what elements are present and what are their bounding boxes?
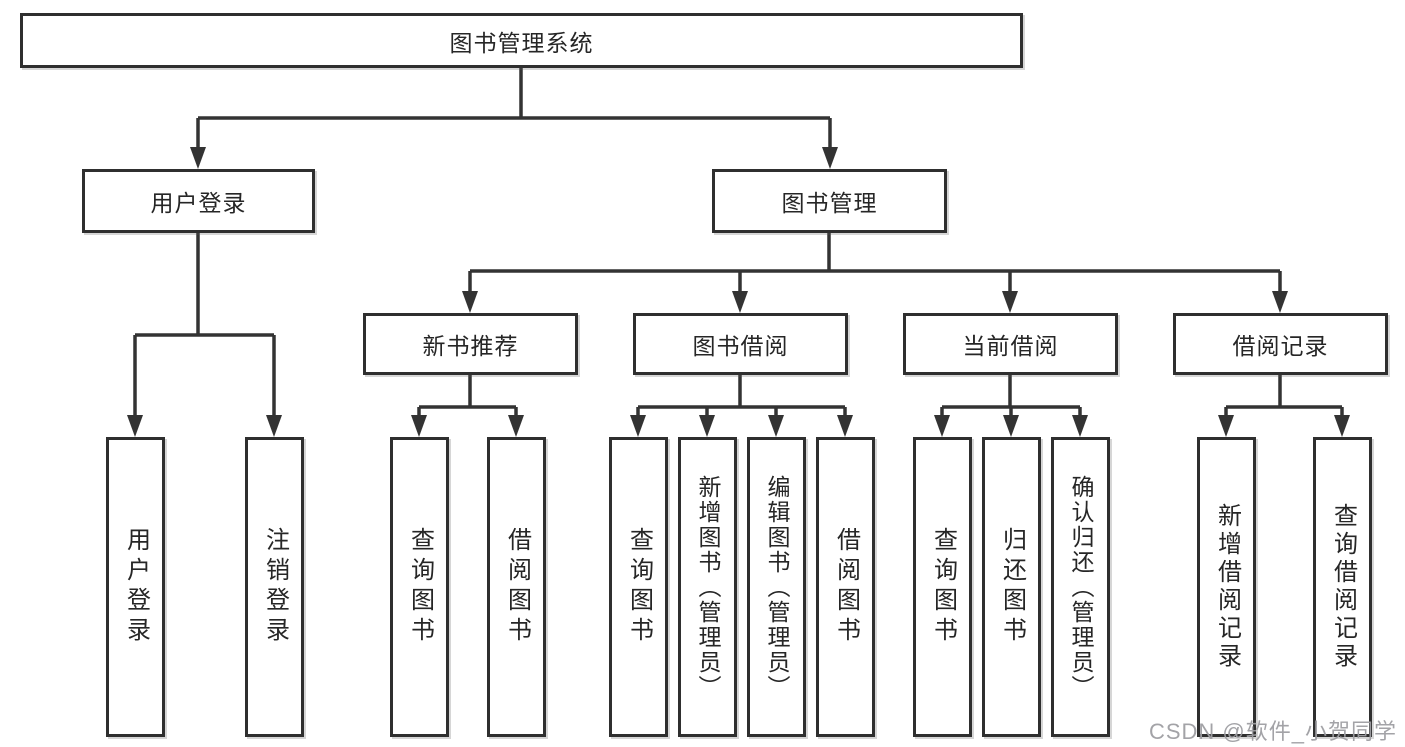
leaf-cb-confirm-return-admin: 确认归还（管理员） [1051, 437, 1110, 737]
csdn-watermark: CSDN @软件_小贺同学 [1148, 719, 1397, 744]
leaf-br-query-borrow-record: 查询借阅记录 [1313, 437, 1372, 737]
leaf-bb-query-books: 查询图书 [609, 437, 668, 737]
node-new-book-recommend: 新书推荐 [363, 313, 578, 375]
leaf-bb-borrow-books: 借阅图书 [816, 437, 875, 737]
leaf-cb-query-books: 查询图书 [913, 437, 972, 737]
node-user-login: 用户登录 [82, 169, 315, 233]
connector-userlogin-to-leaves [127, 233, 282, 437]
leaf-bb-edit-books-admin: 编辑图书（管理员） [747, 437, 806, 737]
node-book-management: 图书管理 [712, 169, 947, 233]
leaf-cb-return-books: 归还图书 [982, 437, 1041, 737]
connector-borrowrecord-to-leaves [1218, 375, 1350, 437]
connector-bookmgmt-to-level3 [462, 233, 1288, 313]
leaf-bb-add-books-admin: 新增图书（管理员） [678, 437, 737, 737]
connector-bookborrow-to-leaves [630, 375, 853, 437]
leaf-logout: 注销登录 [245, 437, 304, 737]
connector-root-to-level2 [190, 68, 838, 169]
connector-currentborrow-to-leaves [934, 375, 1088, 437]
node-root-library-system: 图书管理系统 [20, 13, 1023, 68]
leaf-nbr-borrow-books: 借阅图书 [487, 437, 546, 737]
node-borrow-record: 借阅记录 [1173, 313, 1388, 375]
leaf-nbr-query-books: 查询图书 [390, 437, 449, 737]
node-current-borrow: 当前借阅 [903, 313, 1118, 375]
leaf-user-login: 用户登录 [106, 437, 165, 737]
node-book-borrow: 图书借阅 [633, 313, 848, 375]
connector-newbook-to-leaves [411, 375, 524, 437]
leaf-br-add-borrow-record: 新增借阅记录 [1197, 437, 1256, 737]
